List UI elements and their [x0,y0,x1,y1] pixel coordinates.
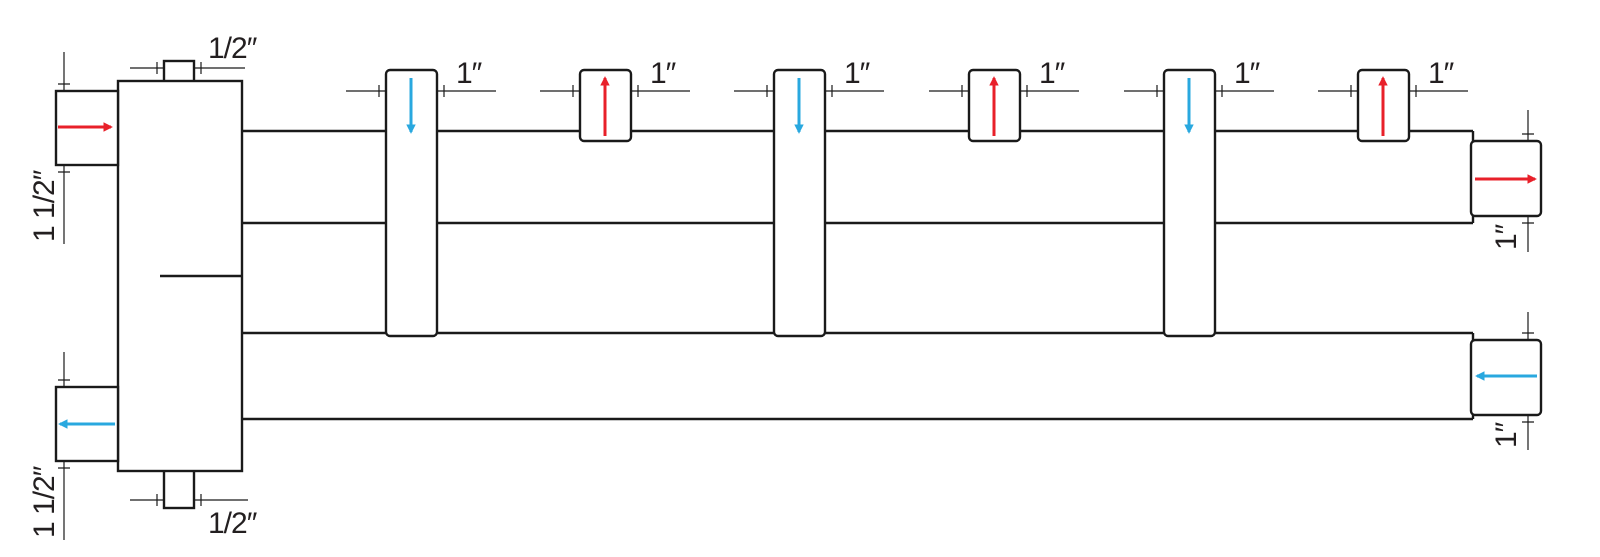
branch-size-label: 1″ [650,57,677,90]
branch-size-label: 1″ [844,57,871,90]
branch-return-fitting-2 [772,68,827,338]
branch-size-label: 1″ [456,57,483,90]
left-supply-size-label: 1 1/2″ [28,169,61,242]
dim-top-fitting [130,62,245,74]
right-stubs [1469,139,1543,417]
dim-right-return [1522,312,1534,450]
dim-left-supply [58,52,70,244]
branch-size-label: 1″ [1039,57,1066,90]
branch-return-fitting-1 [384,68,439,338]
branch-fittings [384,68,1411,338]
dimension-labels: 1/2″ 1/2″ 1 1/2″ 1 1/2″ 1″ 1″ 1″ 1″ 1″ 1… [28,32,1523,540]
flow-arrows [58,76,1537,429]
separator-top-fitting [162,59,196,85]
dim-left-return [58,352,70,540]
branch-size-label: 1″ [1234,57,1261,90]
branch-return-fitting-3 [1162,68,1217,338]
branch-size-label: 1″ [1428,57,1455,90]
right-supply-size-label: 1″ [1490,223,1523,250]
top-fitting-size-label: 1/2″ [208,32,258,65]
dim-branch-5 [1124,85,1274,97]
right-return-size-label: 1″ [1490,421,1523,448]
dim-branch-4 [929,85,1079,97]
dim-branch-1 [346,85,496,97]
dim-branch-6 [1318,85,1468,97]
dim-right-supply [1522,110,1534,252]
left-return-size-label: 1 1/2″ [28,465,61,538]
dim-branch-2 [540,85,690,97]
dim-bottom-fitting [130,494,248,506]
dim-branch-3 [734,85,884,97]
separator-bottom-fitting [162,468,196,510]
bottom-fitting-size-label: 1/2″ [208,507,258,540]
dimension-lines [58,52,1534,540]
